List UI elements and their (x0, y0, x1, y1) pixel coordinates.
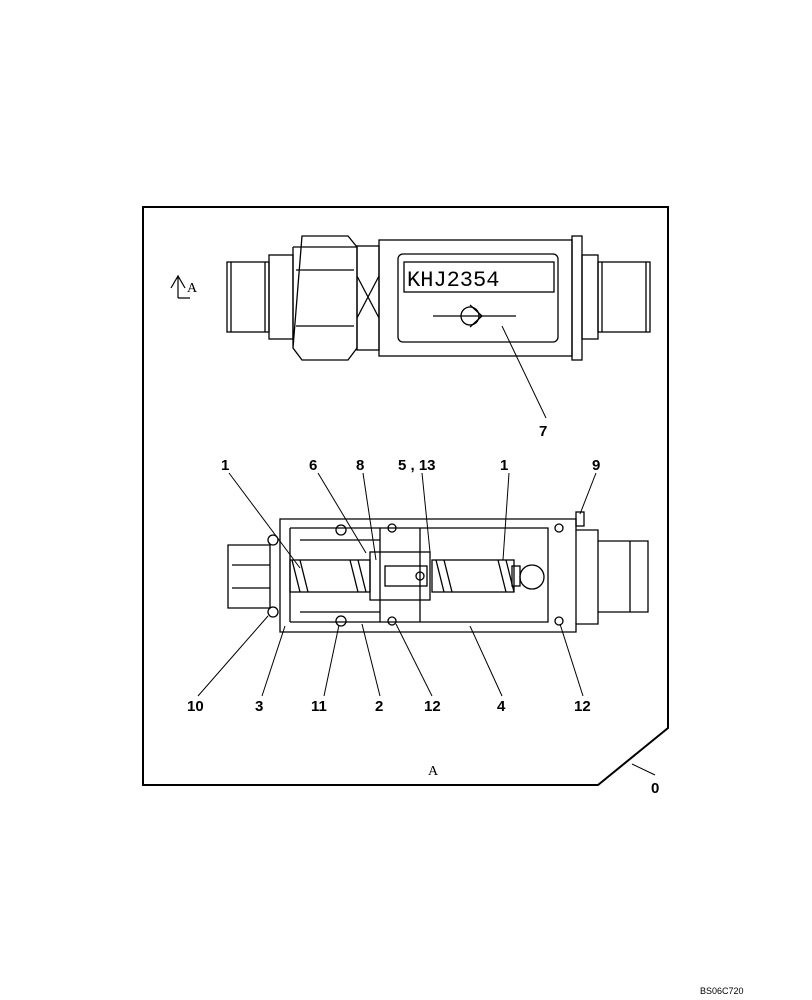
callout-1-right: 1 (500, 457, 508, 474)
leader-7 (501, 325, 547, 419)
nameplate-text: KHJ2354 (407, 268, 499, 293)
callout-0: 0 (651, 780, 659, 797)
view-arrow-a: A (170, 274, 198, 299)
section-view (227, 511, 649, 633)
callout-6: 6 (309, 457, 317, 474)
callout-8: 8 (356, 457, 364, 474)
drawing-code: BS06C720 (700, 986, 744, 996)
external-view: KHJ2354 (226, 235, 651, 361)
callout-11: 11 (311, 698, 327, 715)
check-valve-symbol-icon (433, 304, 516, 328)
callout-2: 2 (375, 698, 383, 715)
callout-1-left: 1 (221, 457, 229, 474)
diagram-frame (142, 206, 669, 786)
callout-7: 7 (539, 423, 547, 440)
callout-3: 3 (255, 698, 263, 715)
view-label-a: A (187, 281, 198, 296)
callout-12-left: 12 (424, 698, 441, 715)
callout-9: 9 (592, 457, 600, 474)
nameplate-box (403, 261, 555, 293)
section-label-a: A (428, 764, 439, 779)
callout-12-right: 12 (574, 698, 591, 715)
section-leaders (197, 472, 656, 776)
callout-10: 10 (187, 698, 204, 715)
callout-5-13: 5 , 13 (398, 457, 436, 474)
callout-4: 4 (497, 698, 506, 715)
